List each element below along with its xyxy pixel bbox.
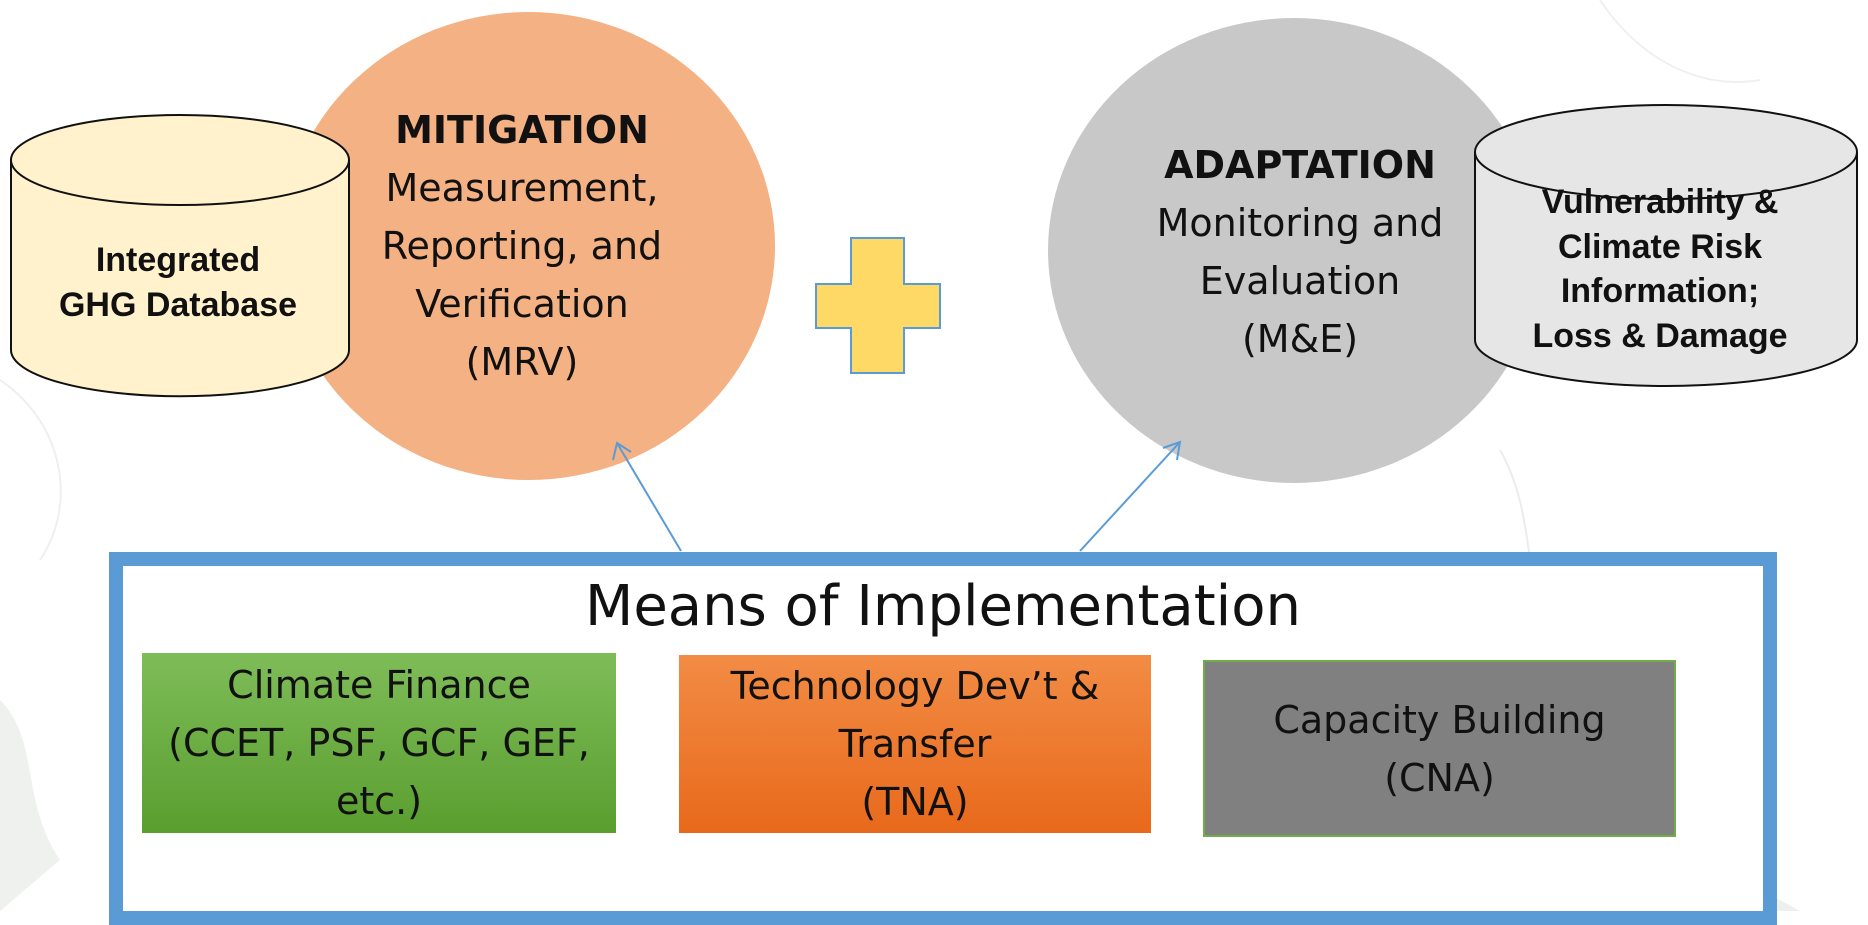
ghg-database-label: Integrated GHG Database — [18, 238, 338, 328]
ghg-database-cylinder — [10, 114, 350, 398]
mitigation-text: MITIGATION Measurement, Reporting, and V… — [340, 101, 704, 391]
ghg-line-1: Integrated — [95, 241, 261, 279]
finance-line-1: Climate Finance — [227, 663, 531, 707]
adaptation-line-3: (M&E) — [1241, 317, 1359, 361]
technology-line-1: Technology Dev’t & — [730, 664, 1100, 708]
technology-line-2: Transfer — [838, 722, 992, 766]
capacity-line-2: (CNA) — [1384, 755, 1495, 800]
vulnerability-line-2: Climate Risk — [1557, 227, 1763, 266]
adaptation-text: ADAPTATION Monitoring and Evaluation (M&… — [1118, 136, 1482, 368]
adaptation-line-1: Monitoring and — [1156, 201, 1444, 245]
adaptation-line-2: Evaluation — [1199, 259, 1401, 303]
vulnerability-line-3: Information; — [1560, 272, 1760, 310]
capacity-building-box: Capacity Building (CNA) — [1203, 660, 1676, 837]
mitigation-node — [282, 12, 775, 480]
vulnerability-line-1: Vulnerability & — [1541, 183, 1779, 221]
adaptation-node — [1048, 18, 1540, 483]
finance-line-3: etc.) — [335, 779, 423, 823]
capacity-line-1: Capacity Building — [1273, 697, 1606, 742]
adaptation-title: ADAPTATION — [1164, 143, 1436, 187]
mitigation-line-1: Measurement, — [385, 166, 659, 210]
means-title: Means of Implementation — [585, 574, 1301, 639]
technology-transfer-box: Technology Dev’t & Transfer (TNA) — [679, 655, 1151, 833]
mitigation-line-4: (MRV) — [465, 340, 579, 384]
mitigation-line-2: Reporting, and — [381, 224, 663, 268]
plus-icon — [815, 237, 941, 374]
finance-line-2: (CCET, PSF, GCF, GEF, — [168, 721, 590, 765]
technology-line-3: (TNA) — [861, 780, 969, 824]
mitigation-title: MITIGATION — [395, 108, 649, 152]
vulnerability-label: Vulnerability & Climate Risk Information… — [1476, 180, 1844, 358]
climate-finance-box: Climate Finance (CCET, PSF, GCF, GEF, et… — [142, 653, 616, 833]
vulnerability-line-4: Loss & Damage — [1532, 316, 1788, 355]
mitigation-line-3: Verification — [415, 282, 629, 326]
ghg-line-2: GHG Database — [58, 286, 298, 324]
vulnerability-cylinder — [1474, 104, 1858, 387]
